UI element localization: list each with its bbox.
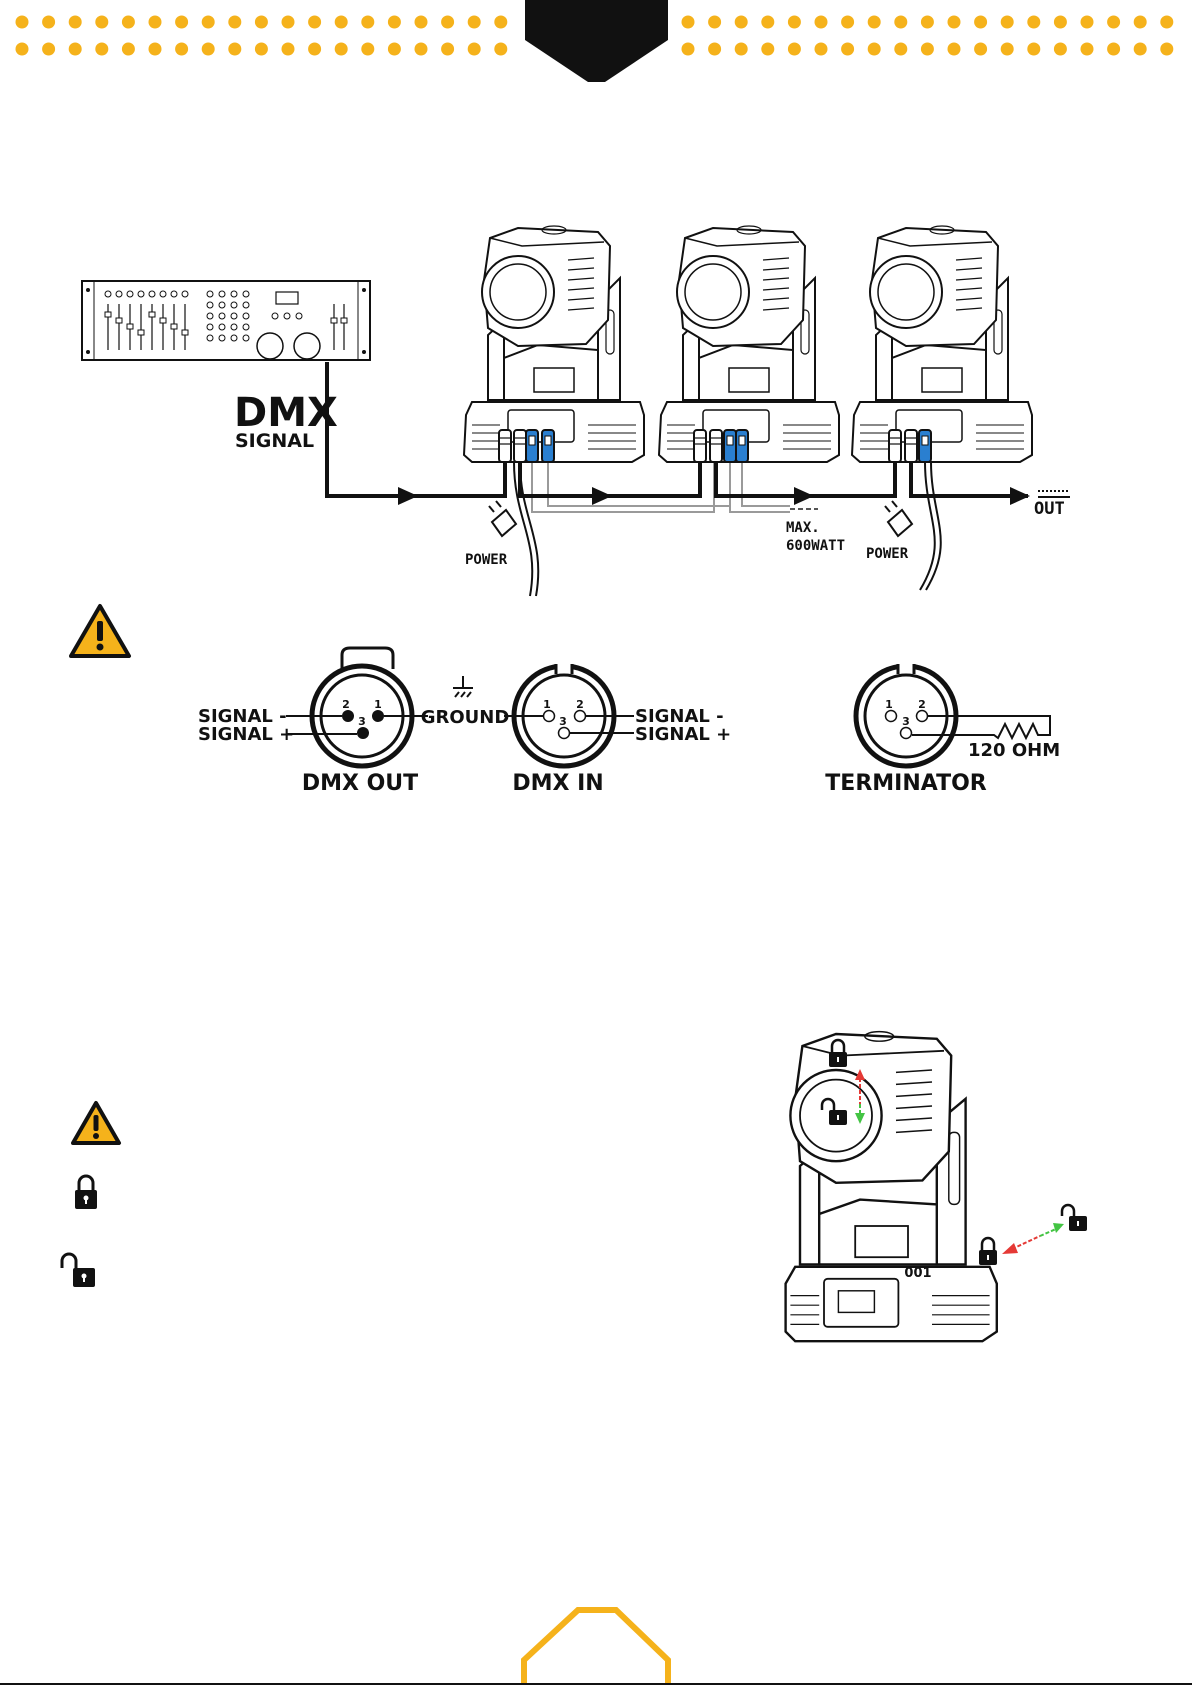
terminator-label: TERMINATOR bbox=[825, 771, 986, 796]
ground-symbol-icon bbox=[453, 676, 473, 697]
dmx-in-pin1: 1 bbox=[543, 698, 551, 711]
unlock-icon bbox=[62, 1254, 95, 1287]
terminator-pin2: 2 bbox=[918, 698, 926, 711]
footer-page-tab bbox=[524, 1610, 668, 1685]
dmx-in-pin2: 2 bbox=[576, 698, 584, 711]
dmx-out-pin1: 1 bbox=[374, 698, 382, 711]
ground-label: GROUND bbox=[421, 707, 510, 728]
fixture-panel-display: 001 bbox=[904, 1266, 931, 1281]
warning-triangle-icon bbox=[73, 1103, 119, 1143]
moving-head-2 bbox=[659, 226, 839, 462]
lock-icon bbox=[979, 1238, 997, 1265]
terminator-resistor-label: 120 OHM bbox=[968, 740, 1060, 761]
fixture-3-connectors bbox=[889, 430, 931, 462]
dmx-in-connector bbox=[504, 663, 634, 766]
dmx-out-signal-plus: SIGNAL + bbox=[198, 724, 294, 745]
warning-triangle-icon bbox=[71, 606, 129, 656]
dmx-out-pin2: 2 bbox=[342, 698, 350, 711]
power-label-left: POWER bbox=[465, 552, 508, 568]
moving-head-1 bbox=[464, 226, 644, 462]
dmx-in-pin3: 3 bbox=[559, 715, 567, 728]
power-plug-icon bbox=[489, 462, 538, 596]
moving-head-3 bbox=[852, 226, 1032, 462]
fixture-1-connectors bbox=[499, 430, 554, 462]
terminator-pin3: 3 bbox=[902, 715, 910, 728]
max-label-line2: 600WATT bbox=[786, 538, 845, 554]
power-label-right: POWER bbox=[866, 546, 909, 562]
lock-icon bbox=[75, 1176, 97, 1209]
fixture-2-connectors bbox=[694, 430, 748, 462]
dmx-in-label: DMX IN bbox=[512, 771, 603, 796]
unlock-icon bbox=[1062, 1205, 1087, 1231]
dmx-controller bbox=[82, 281, 370, 360]
dmx-out-pin3: 3 bbox=[358, 715, 366, 728]
dmx-in-signal-plus: SIGNAL + bbox=[635, 724, 731, 745]
dmx-out-label: DMX OUT bbox=[302, 771, 418, 796]
dmx-out-connector bbox=[286, 648, 428, 766]
power-link-cable bbox=[532, 462, 818, 512]
max-label-line1: MAX. bbox=[786, 520, 820, 536]
moving-head-large bbox=[786, 1032, 997, 1342]
dmx-subtitle: SIGNAL bbox=[235, 430, 314, 452]
out-label: OUT bbox=[1034, 499, 1065, 519]
header-tab bbox=[525, 0, 668, 82]
terminator-pin1: 1 bbox=[885, 698, 893, 711]
pan-lock-indicator bbox=[1002, 1223, 1064, 1254]
